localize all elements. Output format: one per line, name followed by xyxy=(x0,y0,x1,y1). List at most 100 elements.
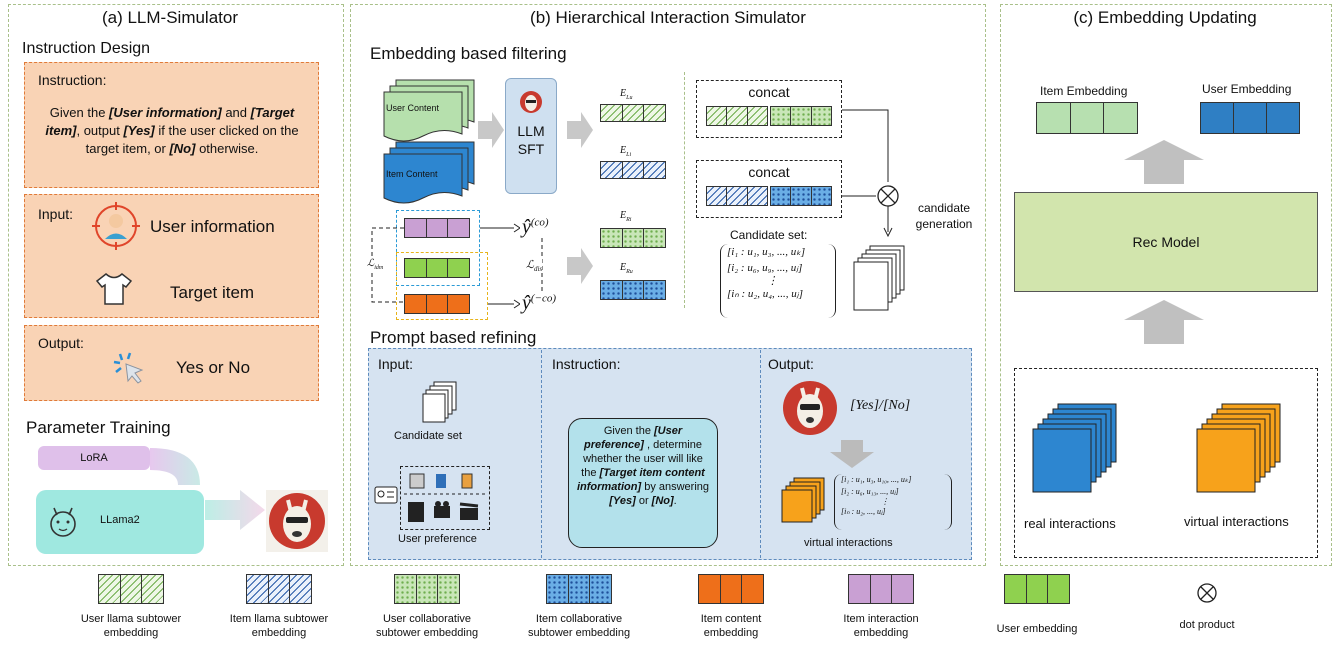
candidate-set-label: Candidate set xyxy=(394,430,462,442)
document-stack-icon xyxy=(422,381,457,423)
legend-swatch-user-llama xyxy=(98,574,164,604)
legend-swatch-user-collab xyxy=(394,574,460,604)
item-content-strip xyxy=(404,294,470,314)
dot-product-flow xyxy=(842,109,899,238)
panel-embedding-updating xyxy=(1000,4,1332,566)
legend-label-dot-product: dot product xyxy=(1179,619,1235,631)
panel-b-title: (b) Hierarchical Interaction Simulator xyxy=(530,8,806,27)
training-flow xyxy=(150,448,265,530)
alpaca-avatar xyxy=(266,490,328,552)
output-label: Output: xyxy=(38,335,84,351)
item-interaction-strip xyxy=(404,218,470,238)
e-ru-label: ERu xyxy=(620,262,633,275)
prompt-instruction-text: Given the [User preference] , determine … xyxy=(576,425,710,507)
user-llama-strip xyxy=(600,104,666,122)
instruction-text: Given the [User information] and [Target… xyxy=(45,105,299,156)
input-box xyxy=(24,194,319,318)
y-arrows xyxy=(480,223,520,309)
panel-c-title: (c) Embedding Updating xyxy=(1073,8,1257,27)
id-card-icon xyxy=(374,486,398,504)
item-embedding-label: Item Embedding xyxy=(1040,84,1128,98)
item-content-label: Item Content xyxy=(386,169,438,179)
input-label: Input: xyxy=(38,206,74,222)
panel-llm-simulator xyxy=(8,4,344,566)
l-dis-label: ℒdis xyxy=(526,258,543,274)
l-idm-label: ℒidm xyxy=(367,258,384,271)
legend-swatch-user-embedding xyxy=(1004,574,1070,604)
dot-product-icon xyxy=(1197,583,1217,603)
yes-no-output: [Yes]/[No] xyxy=(850,398,911,413)
user-collab-strip xyxy=(600,228,666,248)
e-li-label: ELi xyxy=(620,145,632,158)
alpaca-avatar xyxy=(783,381,837,435)
user-embedding-strip-c xyxy=(1200,102,1300,134)
prompt-divider-2 xyxy=(760,350,761,558)
user-information-label: User information xyxy=(150,217,275,236)
virtual-interactions-output-label: virtual interactions xyxy=(804,537,893,549)
candidate-set-matrix: [i₁ : u₁, u₃, ..., uₖ] [i₂ : u₆, u₉, ...… xyxy=(720,244,836,318)
legend-swatch-item-collab xyxy=(546,574,612,604)
y-co-label: ŷ(co) xyxy=(522,216,549,238)
lora-block: LoRA xyxy=(38,446,150,470)
item-collab-strip xyxy=(600,280,666,300)
click-cursor-icon xyxy=(113,352,144,384)
instruction-design-heading: Instruction Design xyxy=(22,40,151,57)
item-content-docs xyxy=(383,141,475,204)
real-interactions-docs xyxy=(1032,403,1117,493)
output-matrix: [i₁ : u₁, u₃, u₁₀, ..., uₖ] [i₂ : u₆, u₁… xyxy=(834,474,952,530)
concat-box-user xyxy=(696,80,842,138)
user-preference-box xyxy=(400,466,490,530)
arrow-icon xyxy=(567,112,593,148)
real-interactions-label: real interactions xyxy=(1024,516,1116,531)
tshirt-icon xyxy=(95,273,133,305)
blue-dashed-group xyxy=(396,210,480,286)
prompt-output-label: Output: xyxy=(768,356,814,372)
concat-user-collab xyxy=(770,106,832,126)
y-nco-label: ŷ(−co) xyxy=(522,292,557,314)
concat-item-collab xyxy=(770,186,832,206)
arrow-icon xyxy=(1124,140,1204,184)
candidate-set-title: Candidate set: xyxy=(730,228,808,242)
arrow-icon xyxy=(1124,300,1204,344)
idm-bracket xyxy=(371,227,404,303)
concat-user-llama xyxy=(706,106,768,126)
legend-swatch-item-llama xyxy=(246,574,312,604)
interactions-box xyxy=(1014,368,1318,558)
legend-label-user-embedding: User embedding xyxy=(996,623,1078,635)
concat-label-item: concat xyxy=(748,164,790,180)
item-embedding-strip xyxy=(1036,102,1138,134)
document-stack-icon xyxy=(781,477,825,523)
item-llama-strip xyxy=(600,161,666,179)
llama2-block xyxy=(36,490,204,554)
alpaca-icon xyxy=(520,91,542,113)
prompt-instruction-box xyxy=(568,418,718,548)
candidate-generation-label: candidate generation xyxy=(915,201,973,231)
prompt-input-label: Input: xyxy=(378,356,414,372)
concat-label-user: concat xyxy=(748,84,790,100)
vertical-divider xyxy=(684,72,685,308)
embedding-filtering-heading: Embedding based filtering xyxy=(370,44,567,63)
yes-or-no-label: Yes or No xyxy=(176,358,251,377)
user-preference-label: User preference xyxy=(398,533,477,545)
user-content-docs xyxy=(383,79,475,142)
e-ri-label: ERi xyxy=(620,210,632,223)
concat-box-item xyxy=(696,160,842,218)
instruction-label: Instruction: xyxy=(38,72,107,88)
alpaca-icon xyxy=(50,507,76,537)
virtual-interactions-docs xyxy=(1196,403,1281,493)
prompt-divider-1 xyxy=(541,350,542,558)
user-embedding-label: User Embedding xyxy=(1202,82,1292,96)
yellow-dashed-group xyxy=(396,252,488,320)
prompt-instruction-label: Instruction: xyxy=(552,356,621,372)
legend-swatch-item-interaction xyxy=(848,574,914,604)
e-lu-label: ELu xyxy=(620,88,633,101)
user-embedding-strip xyxy=(404,258,470,278)
media-icons xyxy=(404,473,488,522)
output-box xyxy=(24,325,319,401)
